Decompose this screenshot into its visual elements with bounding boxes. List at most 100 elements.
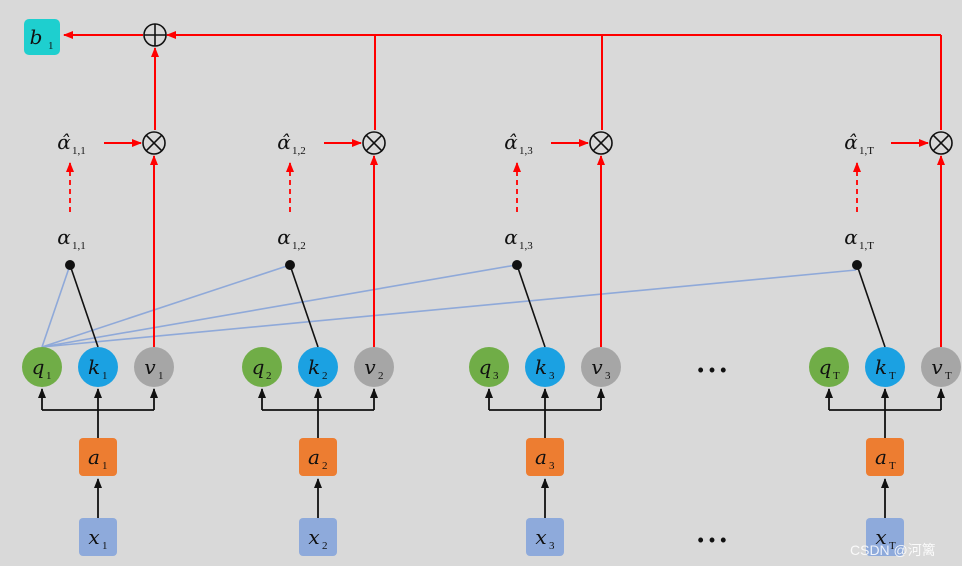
key-symbol: k bbox=[88, 355, 100, 379]
multiply-operator bbox=[362, 131, 386, 155]
query-subscript: 2 bbox=[266, 370, 272, 382]
value-subscript: 1 bbox=[158, 370, 164, 382]
multiply-operator bbox=[142, 131, 166, 155]
input-symbol: x bbox=[88, 525, 99, 549]
value-symbol: v bbox=[931, 355, 943, 379]
output-subscript: 1 bbox=[48, 40, 54, 52]
input-subscript: 3 bbox=[549, 540, 555, 552]
key-subscript: 2 bbox=[322, 370, 328, 382]
value-symbol: v bbox=[144, 355, 156, 379]
key-score-link bbox=[516, 264, 546, 348]
alpha-hat-subscript: 1,T bbox=[859, 145, 874, 157]
multiply-operator bbox=[589, 131, 613, 155]
alpha-hat-subscript: 1,2 bbox=[292, 145, 306, 157]
value-symbol: v bbox=[364, 355, 376, 379]
score-dot bbox=[852, 260, 862, 270]
alpha-hat-subscript: 1,1 bbox=[72, 145, 86, 157]
embedding-subscript: T bbox=[889, 460, 896, 472]
query-symbol: q bbox=[252, 355, 265, 379]
key-score-link bbox=[856, 264, 886, 348]
projection-arrows bbox=[258, 388, 378, 519]
value-subscript: 2 bbox=[378, 370, 384, 382]
embedding-subscript: 3 bbox=[549, 460, 555, 472]
input-symbol: x bbox=[308, 525, 319, 549]
ellipsis-middle: • • • bbox=[698, 360, 727, 380]
sum-operator bbox=[143, 23, 167, 47]
query-subscript: 1 bbox=[46, 370, 52, 382]
alpha-hat-subscript: 1,3 bbox=[519, 145, 533, 157]
alpha-symbol: α bbox=[504, 225, 518, 249]
watermark: CSDN @河篱 bbox=[850, 542, 936, 558]
input-symbol: x bbox=[875, 525, 886, 549]
query-symbol: q bbox=[32, 355, 45, 379]
input-subscript: T bbox=[889, 540, 896, 552]
output-symbol: b bbox=[30, 25, 43, 49]
embedding-symbol: a bbox=[308, 445, 320, 469]
query-subscript: 3 bbox=[493, 370, 499, 382]
embedding-symbol: a bbox=[875, 445, 887, 469]
projection-arrows bbox=[485, 388, 605, 519]
key-score-link bbox=[69, 264, 99, 348]
key-subscript: 3 bbox=[549, 370, 555, 382]
alpha-subscript: 1,2 bbox=[292, 240, 306, 252]
query-links bbox=[41, 264, 857, 348]
value-subscript: 3 bbox=[605, 370, 611, 382]
key-subscript: T bbox=[889, 370, 896, 382]
alpha-symbol: α bbox=[57, 225, 71, 249]
query-subscript: T bbox=[833, 370, 840, 382]
key-symbol: k bbox=[308, 355, 320, 379]
key-symbol: k bbox=[875, 355, 887, 379]
input-symbol: x bbox=[535, 525, 546, 549]
embedding-subscript: 2 bbox=[322, 460, 328, 472]
alpha-subscript: 1,T bbox=[859, 240, 874, 252]
alpha-subscript: 1,1 bbox=[72, 240, 86, 252]
value-subscript: T bbox=[945, 370, 952, 382]
projection-arrows bbox=[825, 388, 945, 519]
embedding-subscript: 1 bbox=[102, 460, 108, 472]
key-symbol: k bbox=[535, 355, 547, 379]
score-dot bbox=[65, 260, 75, 270]
embedding-symbol: a bbox=[88, 445, 100, 469]
input-subscript: 1 bbox=[102, 540, 108, 552]
alpha-hat-symbol: α̂ bbox=[277, 130, 291, 154]
alpha-hat-symbol: α̂ bbox=[57, 130, 71, 154]
sum-connectors bbox=[63, 31, 942, 130]
embedding-symbol: a bbox=[535, 445, 547, 469]
query-symbol: q bbox=[479, 355, 492, 379]
alpha-subscript: 1,3 bbox=[519, 240, 533, 252]
score-dot bbox=[512, 260, 522, 270]
alpha-hat-symbol: α̂ bbox=[844, 130, 858, 154]
key-subscript: 1 bbox=[102, 370, 108, 382]
alpha-hat-symbol: α̂ bbox=[504, 130, 518, 154]
projection-arrows bbox=[38, 388, 158, 519]
key-score-link bbox=[289, 264, 319, 348]
ellipsis-bottom: • • • bbox=[698, 530, 727, 550]
input-subscript: 2 bbox=[322, 540, 328, 552]
output-box-b1: b 1 bbox=[24, 19, 60, 55]
multiply-operator bbox=[929, 131, 953, 155]
